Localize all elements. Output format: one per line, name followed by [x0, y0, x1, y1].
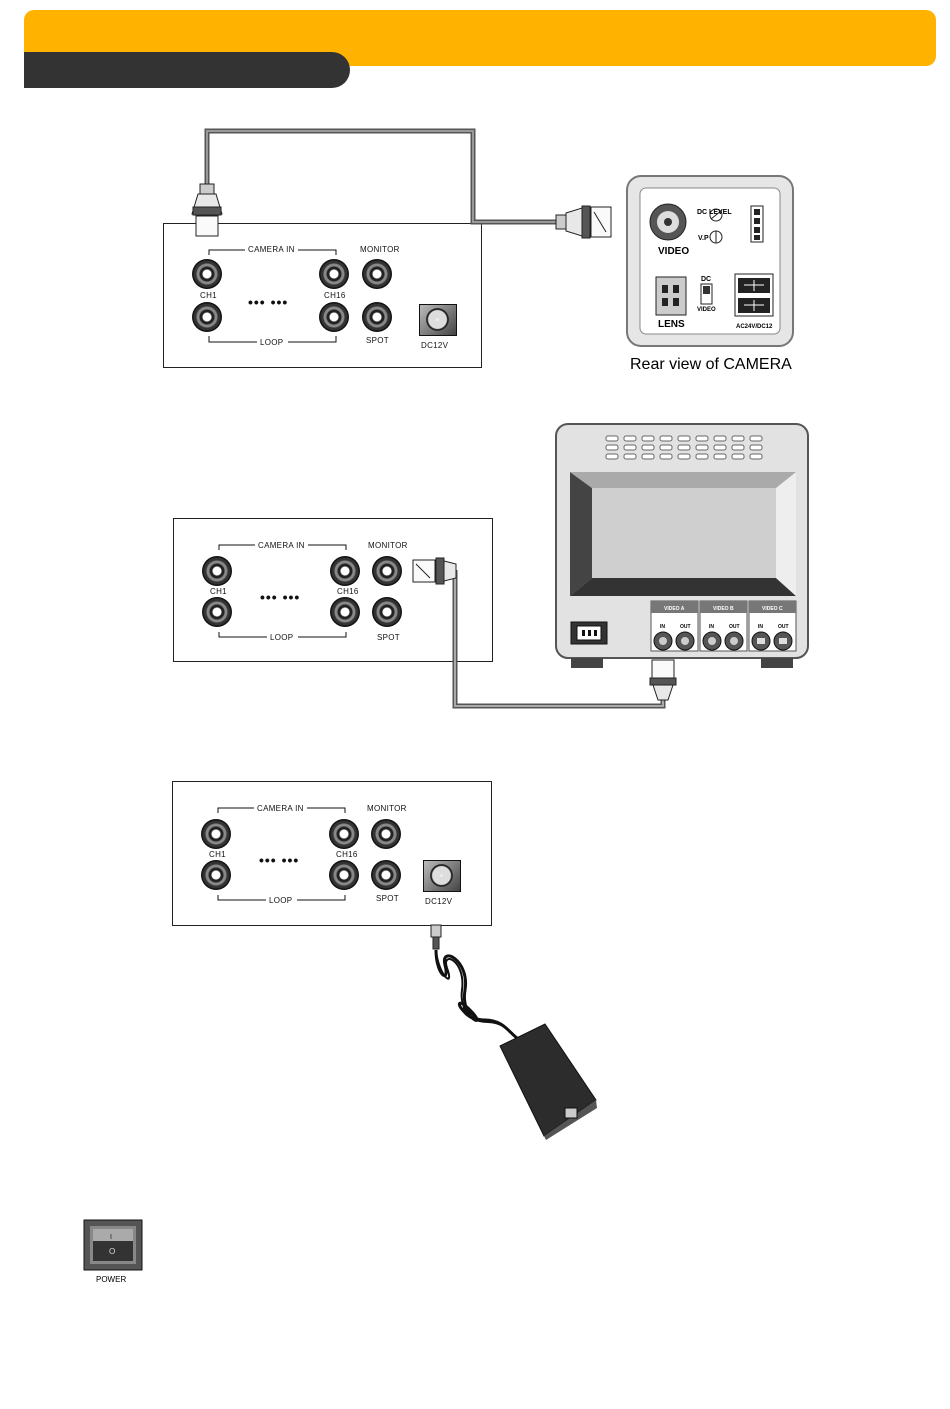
- camera-in-bracket: [219, 545, 346, 550]
- video-b-in-label: IN: [709, 624, 714, 630]
- video-c-label: VIDEO C: [762, 606, 783, 612]
- loop-bracket: [219, 632, 346, 637]
- camera-video-small-label: VIDEO: [697, 307, 716, 313]
- dc-plug-icon: [431, 925, 441, 949]
- power-on-mark: I: [110, 1234, 112, 1241]
- loop-bracket: [218, 895, 345, 900]
- bnc-plug-icon: [413, 558, 456, 584]
- camera-lens-label: LENS: [658, 319, 685, 330]
- power-adapter-icon: [500, 1024, 597, 1140]
- camera-in-bracket: [218, 808, 345, 813]
- power-off-mark: O: [109, 1247, 115, 1256]
- video-b-label: VIDEO B: [713, 606, 734, 612]
- video-c-in-label: IN: [758, 624, 763, 630]
- camera-rear-view: [627, 176, 793, 346]
- bnc-plug-icon: [650, 660, 676, 700]
- video-c-out-label: OUT: [778, 624, 789, 630]
- camera-video-label: VIDEO: [658, 246, 689, 257]
- video-cable-1: [207, 131, 557, 222]
- loop-bracket: [209, 336, 336, 342]
- camera-dc-label: DC: [701, 276, 711, 283]
- camera-dc-level-label: DC LEVEL: [697, 209, 732, 216]
- power-label: POWER: [96, 1275, 126, 1284]
- camera-power-label: AC24V/DC12: [736, 324, 773, 330]
- video-a-out-label: OUT: [680, 624, 691, 630]
- bnc-plug-icon: [192, 184, 222, 236]
- monitor-rear-view: [556, 424, 808, 668]
- camera-in-bracket: [209, 250, 336, 255]
- power-switch-icon: [84, 1220, 142, 1270]
- power-cord: [436, 950, 520, 1040]
- video-a-in-label: IN: [660, 624, 665, 630]
- video-a-label: VIDEO A: [664, 606, 685, 612]
- camera-caption: Rear view of CAMERA: [630, 356, 792, 373]
- bnc-plug-icon: [556, 206, 611, 238]
- camera-vp-label: V.P: [698, 235, 709, 242]
- video-b-out-label: OUT: [729, 624, 740, 630]
